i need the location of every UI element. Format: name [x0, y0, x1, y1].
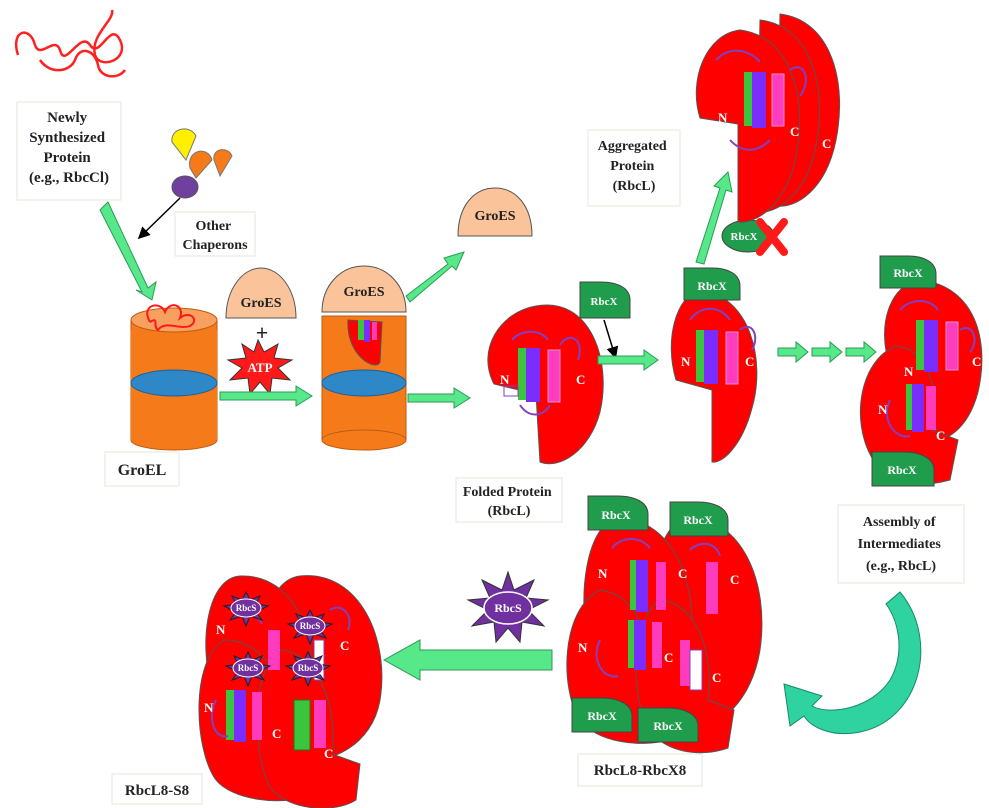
svg-text:N: N	[904, 364, 914, 379]
folded-protein-label: Folded Protein (RbcL)	[456, 478, 562, 522]
svg-text:RbcX: RbcX	[731, 231, 758, 243]
svg-text:RbcX: RbcX	[591, 296, 618, 308]
svg-text:RbcS: RbcS	[494, 601, 522, 615]
svg-text:N: N	[598, 566, 608, 581]
rbcs-subunit-star: RbcS	[468, 572, 548, 642]
svg-text:RbcX: RbcX	[601, 508, 631, 522]
svg-text:RbcX: RbcX	[697, 279, 727, 293]
arrow-to-groel	[100, 202, 156, 300]
svg-text:C: C	[822, 136, 831, 151]
svg-text:N: N	[718, 110, 728, 125]
other-chaperons-icon	[172, 129, 232, 198]
svg-text:RbcS: RbcS	[238, 663, 259, 673]
svg-text:N: N	[878, 402, 888, 417]
arrow-release-groes	[406, 252, 464, 302]
svg-text:N: N	[578, 640, 588, 655]
svg-text:RbcX: RbcX	[683, 513, 713, 527]
arrow-to-folded-protein	[408, 388, 470, 408]
svg-text:RbcS: RbcS	[300, 621, 321, 631]
svg-text:C: C	[678, 566, 687, 581]
svg-text:C: C	[340, 638, 349, 653]
svg-text:C: C	[936, 428, 945, 443]
svg-text:C: C	[664, 650, 673, 665]
svg-text:RbcS: RbcS	[236, 603, 257, 613]
complex-label: RbcL8-RbcX8	[578, 754, 702, 786]
svg-text:N: N	[500, 372, 510, 387]
svg-text:RbcX: RbcX	[587, 709, 617, 723]
svg-text:C: C	[790, 124, 799, 139]
svg-text:RbcX: RbcX	[653, 719, 683, 733]
svg-text:ATP: ATP	[247, 360, 272, 375]
svg-text:C: C	[745, 354, 754, 369]
newly-synthesized-label: Newly Synthesized Protein (e.g., RbcCl)	[17, 102, 121, 200]
arrow-other-chaperons	[140, 198, 180, 237]
svg-text:RbcL8-RbcX8: RbcL8-RbcX8	[594, 763, 687, 779]
svg-text:RbcX: RbcX	[887, 463, 917, 477]
other-chaperons-label: Other Chaperons	[175, 212, 255, 256]
svg-text:GroES: GroES	[241, 296, 282, 311]
svg-text:GroES: GroES	[475, 209, 516, 224]
arrow-to-aggregated	[696, 172, 732, 264]
svg-text:C: C	[324, 746, 333, 761]
svg-text:RbcX: RbcX	[893, 266, 923, 280]
assembly-label: Assembly of Intermediates (e.g., RbcL)	[838, 505, 964, 583]
arrow-to-final-complex	[384, 640, 552, 680]
groes-cap-input: GroES	[226, 268, 296, 318]
svg-text:RbcL8-S8: RbcL8-S8	[125, 783, 189, 799]
newly-synthesized-protein-squiggle	[16, 10, 125, 76]
rbcl8-s8-final-complex: N C N C C RbcS RbcS RbcS RbcS	[199, 576, 382, 808]
groel-barrel	[131, 305, 217, 450]
svg-text:N: N	[681, 354, 691, 369]
svg-text:GroEL: GroEL	[118, 462, 167, 479]
aggregated-protein-stack: N C C	[696, 14, 839, 222]
svg-text:C: C	[272, 726, 281, 741]
arrow-folded-to-rbcx-bound	[598, 350, 658, 370]
svg-text:RbcS: RbcS	[298, 663, 319, 673]
aggregated-label: Aggregated Protein (RbcL)	[588, 130, 680, 206]
assembly-intermediate-dimer: N C N C RbcX RbcX	[860, 256, 981, 486]
final-label: RbcL8-S8	[112, 774, 202, 804]
arrows-to-assembly	[778, 342, 876, 362]
svg-text:C: C	[730, 572, 739, 587]
svg-text:N: N	[204, 700, 214, 715]
svg-text:Assembly of Intermediate: Assembly of Intermediates (e.g., RbcL)	[858, 515, 945, 574]
svg-text:C: C	[576, 372, 585, 387]
atp-burst: ATP	[228, 340, 292, 394]
curved-arrow-to-complex	[784, 592, 921, 734]
folded-protein-rbcl: N C	[488, 305, 603, 464]
rbcx-free: RbcX	[580, 282, 630, 318]
groes-released: GroES	[458, 188, 532, 236]
groes-label-complex: GroES	[344, 285, 385, 300]
svg-text:C: C	[972, 354, 981, 369]
rbcl-rbcx-bound: N C RbcX	[671, 268, 757, 462]
rbcl8-rbcx8-complex: N C C N C C RbcX RbcX RbcX RbcX	[567, 496, 762, 753]
groel-label: GroEL	[105, 452, 179, 486]
svg-text:C: C	[712, 670, 721, 685]
svg-text:N: N	[216, 622, 226, 637]
arrow-rbcx-binding	[604, 320, 615, 356]
